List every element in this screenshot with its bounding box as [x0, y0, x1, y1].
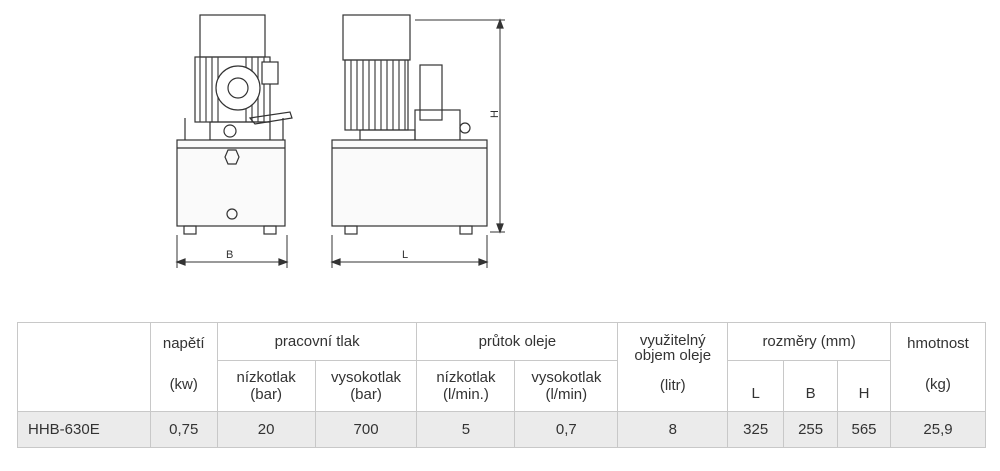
header-power: napětí(kw): [149, 322, 218, 412]
header-dim-h: H: [837, 360, 891, 412]
front-view: [330, 14, 505, 268]
specification-table: napětí(kw) pracovní tlak průtok oleje vy…: [17, 322, 987, 448]
dimension-h-label: H: [489, 110, 501, 118]
header-pressure-low: nízkotlak(bar): [216, 360, 316, 412]
header-empty: [17, 322, 151, 412]
cell-flow-high: 0,7: [514, 411, 619, 448]
cell-power: 0,75: [149, 411, 218, 448]
table-row: HHB-630E 0,75 20 700 5 0,7 8 325 255 565…: [17, 411, 987, 448]
header-dim-b: B: [783, 360, 839, 412]
cell-h: 565: [837, 411, 891, 448]
pump-technical-drawing: B L H: [175, 14, 505, 268]
header-dimensions: rozměry (mm): [727, 322, 891, 361]
header-pressure: pracovní tlak: [216, 322, 418, 361]
cell-oil: 8: [617, 411, 729, 448]
header-pressure-high: vysokotlak(bar): [314, 360, 418, 412]
header-flow: průtok oleje: [416, 322, 619, 361]
header-weight: hmotnost(kg): [889, 322, 987, 412]
cell-l: 325: [727, 411, 785, 448]
header-flow-high: vysokotlak(l/min): [514, 360, 619, 412]
cell-b: 255: [783, 411, 839, 448]
header-dim-l: L: [727, 360, 785, 412]
dimension-l-label: L: [402, 249, 408, 261]
cell-weight: 25,9: [889, 411, 987, 448]
cell-model: HHB-630E: [17, 411, 151, 448]
cell-flow-low: 5: [416, 411, 516, 448]
cell-pressure-high: 700: [314, 411, 418, 448]
dimension-b-label: B: [226, 249, 233, 261]
side-view: [175, 14, 293, 268]
header-oil: využitelný objem oleje(litr): [617, 322, 729, 412]
header-flow-low: nízkotlak(l/min.): [416, 360, 516, 412]
cell-pressure-low: 20: [216, 411, 316, 448]
